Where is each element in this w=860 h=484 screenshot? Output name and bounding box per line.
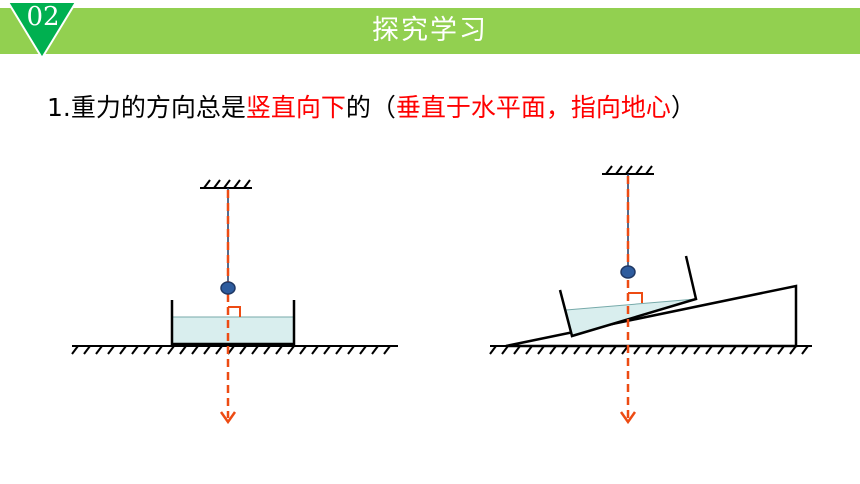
dashed-arrow-down-icon	[219, 411, 237, 425]
tilted-container-icon	[558, 255, 698, 338]
water-container-icon	[170, 300, 296, 346]
section-badge: 02	[6, 0, 78, 60]
incline-wedge-icon	[505, 284, 798, 348]
header-bar: 探究学习	[0, 8, 860, 54]
statement-prefix: 1.重力的方向总是	[47, 93, 246, 122]
diagram-level-ground	[71, 179, 398, 425]
right-angle-mark-icon	[628, 292, 643, 303]
statement-suffix: ）	[670, 93, 696, 122]
ground-hatch-icon	[489, 345, 812, 355]
section-number: 02	[26, 2, 60, 32]
ground-hatch-icon	[71, 345, 398, 355]
right-angle-mark-icon	[228, 306, 241, 317]
plumb-bob-icon	[220, 281, 236, 295]
dashed-arrow-down-icon	[619, 411, 637, 425]
ceiling-hatch-icon	[200, 179, 252, 189]
gravity-statement: 1.重力的方向总是竖直向下的（垂直于水平面，指向地心）	[47, 88, 847, 128]
diagram-inclined-plane	[489, 165, 812, 425]
statement-highlight: 竖直向下	[245, 93, 346, 122]
plumb-bob-icon	[620, 265, 636, 279]
ceiling-hatch-icon	[602, 165, 654, 175]
section-title: 探究学习	[372, 15, 488, 46]
statement-middle: 的（	[345, 93, 396, 122]
statement-detail: 垂直于水平面，指向地心	[395, 93, 671, 122]
triangle-badge-icon	[6, 0, 78, 60]
